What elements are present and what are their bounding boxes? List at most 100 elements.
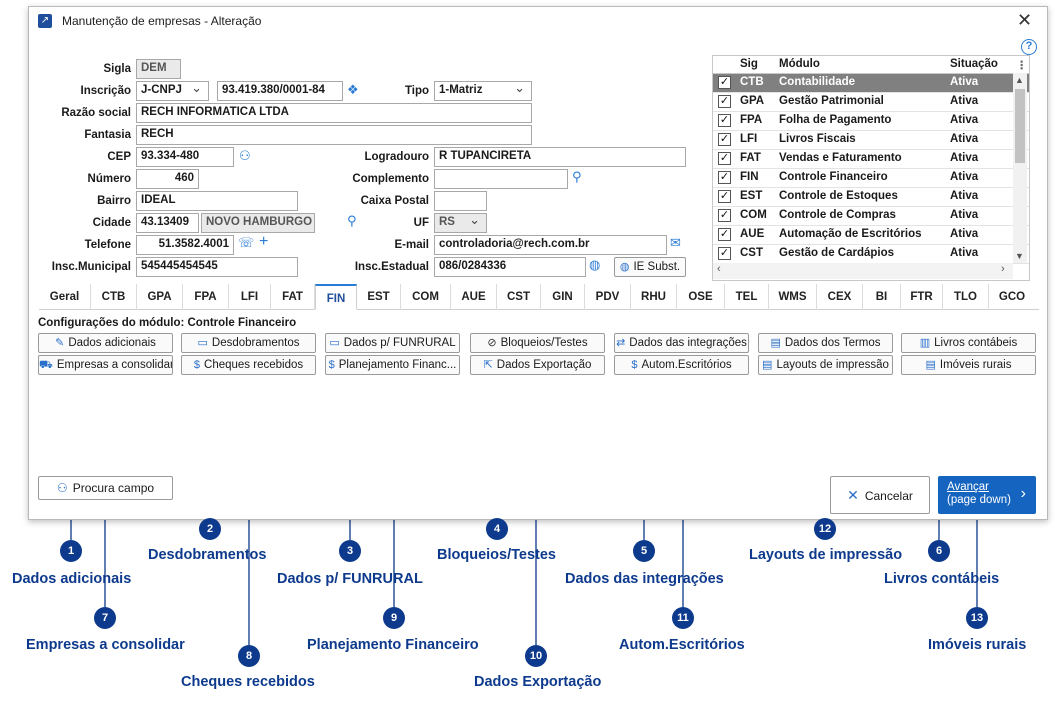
module-tabs: Geral CTB GPA FPA LFI FAT FIN EST COM AU…	[39, 284, 1039, 310]
tab-wms[interactable]: WMS	[769, 284, 817, 310]
ie-subst-button[interactable]: ◍IE Subst.	[614, 257, 686, 277]
tab-cst[interactable]: CST	[497, 284, 541, 310]
avancar-sublabel: (page down)	[947, 494, 1011, 506]
dados-exportacao-button[interactable]: ⇱Dados Exportação	[470, 355, 605, 375]
table-horizontal-scrollbar[interactable]	[713, 263, 1013, 279]
scroll-down-icon[interactable]: ▼	[1015, 251, 1024, 261]
dados-integracoes-button[interactable]: ⇄Dados das integrações	[614, 333, 749, 353]
scroll-left-icon[interactable]: ‹	[717, 263, 721, 275]
tab-fpa[interactable]: FPA	[183, 284, 229, 310]
location-pin-icon[interactable]: ⚲	[347, 213, 357, 228]
sigla-label: Sigla	[103, 63, 131, 75]
numero-field[interactable]: 460	[136, 169, 199, 189]
tab-gpa[interactable]: GPA	[137, 284, 183, 310]
empresas-consolidar-button[interactable]: ⛟Empresas a consolidar	[38, 355, 173, 375]
tab-geral[interactable]: Geral	[39, 284, 91, 310]
caixa-postal-field[interactable]	[434, 191, 487, 211]
fantasia-field[interactable]: RECH	[136, 125, 532, 145]
tab-rhu[interactable]: RHU	[631, 284, 677, 310]
callout-label: Dados p/ FUNRURAL	[277, 571, 423, 587]
livros-contabeis-button[interactable]: ▥Livros contábeis	[901, 333, 1036, 353]
inscricao-type-select[interactable]: J-CNPJ	[136, 81, 209, 101]
autom-escritorios-button[interactable]: $Autom.Escritórios	[614, 355, 749, 375]
desdobramentos-button[interactable]: ▭Desdobramentos	[181, 333, 316, 353]
tab-tel[interactable]: TEL	[725, 284, 769, 310]
globe-icon[interactable]: ◍	[589, 257, 601, 272]
callout-label: Layouts de impressão	[749, 547, 903, 563]
tab-ose[interactable]: OSE	[677, 284, 725, 310]
telefone-field[interactable]: 51.3582.4001	[136, 235, 234, 255]
telefone-label: Telefone	[84, 239, 131, 251]
razao-field[interactable]: RECH INFORMATICA LTDA	[136, 103, 532, 123]
tab-est[interactable]: EST	[357, 284, 401, 310]
add-icon[interactable]: +	[259, 233, 269, 250]
layouts-impressao-button[interactable]: ▤Layouts de impressão	[758, 355, 893, 375]
complemento-label: Complemento	[352, 173, 429, 185]
logradouro-field[interactable]: R TUPANCIRETA	[434, 147, 686, 167]
procura-campo-button[interactable]: ⚇Procura campo	[38, 476, 173, 500]
title-bar: ↗ Manutenção de empresas - Alteração ✕	[29, 7, 1047, 35]
cep-field[interactable]: 93.334-480	[136, 147, 234, 167]
imoveis-rurais-button[interactable]: ▤Imóveis rurais	[901, 355, 1036, 375]
scroll-right-icon[interactable]: ›	[1001, 263, 1005, 275]
whatsapp-icon[interactable]: ☏	[238, 235, 255, 250]
tab-ftr[interactable]: FTR	[901, 284, 943, 310]
location-pin-icon[interactable]: ⚲	[572, 169, 582, 184]
tab-tlo[interactable]: TLO	[943, 284, 989, 310]
tab-gin[interactable]: GIN	[541, 284, 585, 310]
cancel-button[interactable]: ✕Cancelar	[830, 476, 930, 514]
planejamento-financeiro-button[interactable]: $Planejamento Financ...	[325, 355, 460, 375]
tab-pdv[interactable]: PDV	[585, 284, 631, 310]
insc-estadual-field[interactable]: 086/0284336	[434, 257, 586, 277]
cidade-code-field[interactable]: 43.13409	[136, 213, 199, 233]
tab-aue[interactable]: AUE	[451, 284, 497, 310]
scroll-up-icon[interactable]: ▲	[1015, 75, 1024, 85]
tab-lfi[interactable]: LFI	[229, 284, 271, 310]
lookup-icon[interactable]: ❖	[347, 82, 359, 97]
tab-gco[interactable]: GCO	[998, 291, 1026, 303]
dados-adicionais-button[interactable]: ✎Dados adicionais	[38, 333, 173, 353]
cheques-recebidos-button[interactable]: $Cheques recebidos	[181, 355, 316, 375]
more-icon[interactable]: ⋮	[1016, 60, 1028, 72]
callout-label: Desdobramentos	[148, 547, 267, 563]
tab-ctb[interactable]: CTB	[91, 284, 137, 310]
scroll-thumb[interactable]	[1015, 89, 1025, 163]
callout-label: Planejamento Financeiro	[307, 637, 479, 653]
bloqueios-button[interactable]: ⊘Bloqueios/Testes	[470, 333, 605, 353]
uf-select[interactable]: RS	[434, 213, 487, 233]
globe-icon: ◍	[619, 261, 630, 273]
close-icon[interactable]: ✕	[1017, 10, 1033, 30]
tipo-select[interactable]: 1-Matriz	[434, 81, 532, 101]
inbox-icon: ▭	[197, 337, 208, 349]
email-field[interactable]: controladoria@rech.com.br	[434, 235, 667, 255]
tab-com[interactable]: COM	[401, 284, 451, 310]
bairro-field[interactable]: IDEAL	[136, 191, 298, 211]
tab-fat[interactable]: FAT	[271, 284, 315, 310]
inscricao-field[interactable]: 93.419.380/0001-84	[217, 81, 343, 101]
tab-bi[interactable]: BI	[863, 284, 901, 310]
section-title: Configurações do módulo: Controle Financ…	[38, 317, 297, 329]
avancar-button[interactable]: Avançar (page down) ›	[938, 476, 1036, 514]
complemento-field[interactable]	[434, 169, 568, 189]
insc-municipal-field[interactable]: 545445454545	[136, 257, 298, 277]
binoculars-icon[interactable]: ⚇	[239, 148, 251, 163]
dados-termos-button[interactable]: ▤Dados dos Termos	[758, 333, 893, 353]
tab-cex[interactable]: CEX	[817, 284, 863, 310]
cep-label: CEP	[107, 151, 131, 163]
dados-funrural-button[interactable]: ▭Dados p/ FUNRURAL	[325, 333, 460, 353]
app-icon: ↗	[38, 14, 52, 28]
tab-fin[interactable]: FIN	[315, 284, 357, 310]
email-icon[interactable]: ✉	[670, 235, 681, 250]
tipo-label: Tipo	[404, 85, 429, 97]
help-icon[interactable]: ?	[1021, 39, 1037, 55]
